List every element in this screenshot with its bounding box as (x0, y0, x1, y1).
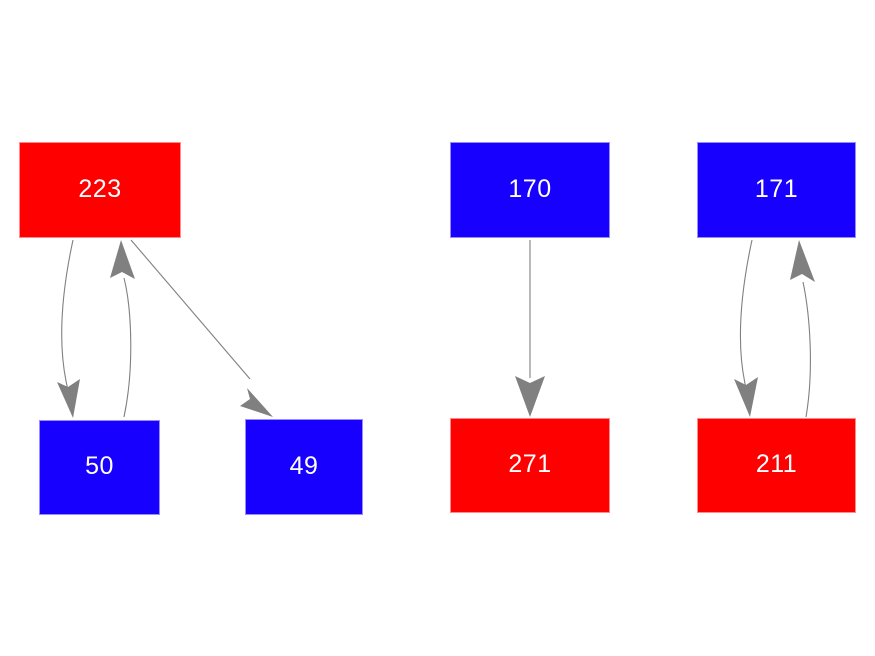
edge-50-to-223-line (123, 277, 132, 418)
edge-223-to-50[interactable] (57, 239, 80, 418)
graph-node-50[interactable]: 50 (39, 420, 160, 515)
edge-211-to-171-line (802, 281, 811, 418)
graph-node-170[interactable]: 170 (450, 142, 610, 238)
edge-170-to-271[interactable] (515, 240, 545, 417)
node-label: 171 (754, 174, 799, 203)
node-label: 223 (78, 174, 122, 203)
edge-223-to-49-line (130, 239, 251, 380)
graph-node-223[interactable]: 223 (19, 142, 181, 238)
node-label: 211 (755, 450, 798, 478)
edge-50-to-223-arrowhead (110, 240, 135, 279)
edge-223-to-49[interactable] (130, 239, 273, 417)
graph-node-271[interactable]: 271 (450, 418, 610, 513)
edge-223-to-49-arrowhead (240, 388, 273, 417)
node-label: 49 (289, 451, 319, 480)
node-label: 271 (508, 450, 552, 478)
edge-171-to-211-line (739, 239, 753, 389)
edge-223-to-50-line (61, 239, 74, 391)
edge-170-to-271-arrowhead (515, 376, 545, 417)
edge-223-to-50-arrowhead (57, 379, 80, 418)
edge-211-to-171[interactable] (790, 240, 815, 418)
node-label: 170 (508, 174, 552, 203)
graph-node-171[interactable]: 171 (697, 142, 856, 238)
edge-50-to-223[interactable] (110, 240, 135, 418)
edge-171-to-211[interactable] (734, 239, 758, 417)
edge-211-to-171-arrowhead (790, 240, 815, 282)
graph-node-49[interactable]: 49 (245, 419, 363, 515)
graph-node-211[interactable]: 211 (697, 418, 856, 513)
node-label: 50 (85, 452, 114, 480)
edge-171-to-211-arrowhead (734, 377, 758, 417)
